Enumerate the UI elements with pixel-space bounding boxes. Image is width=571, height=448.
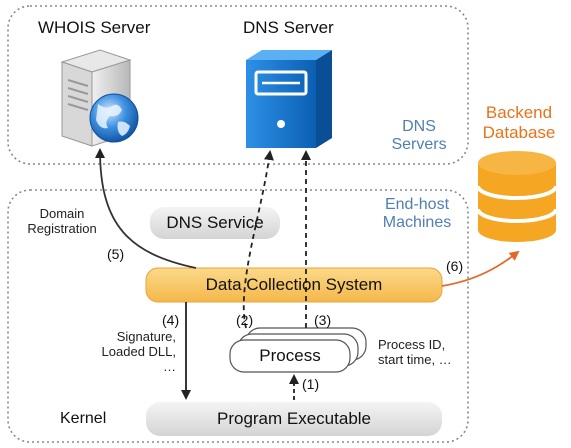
dns-service-label: DNS Service	[166, 213, 264, 232]
dns-service-box	[150, 207, 280, 239]
program-executable-label: Program Executable	[216, 409, 372, 428]
step-3-label: (3)	[314, 312, 332, 328]
edge-5-domain-registration	[95, 148, 197, 269]
globe-icon	[89, 93, 139, 143]
edge-6-backend	[441, 250, 520, 287]
dns-server-icon	[246, 50, 332, 148]
kernel-label: Kernel	[60, 410, 107, 427]
end-host-group	[7, 189, 469, 443]
end-host-group-label: End-host Machines	[382, 196, 452, 232]
step-5-label: (5)	[107, 246, 125, 262]
database-icon	[476, 151, 558, 242]
domain-registration-label: Domain Registration	[27, 206, 97, 236]
dns-servers-group-label: DNS Servers	[391, 118, 447, 154]
whois-server-label: WHOIS Server	[38, 18, 151, 37]
process-label: Process	[259, 346, 321, 365]
backend-database-label: Backend Database	[482, 103, 556, 142]
dns-servers-group	[7, 5, 469, 165]
whois-server-icon	[60, 49, 132, 147]
signature-info-label: Signature, Loaded DLL, …	[101, 329, 176, 374]
dns-server-label: DNS Server	[243, 18, 334, 37]
process-box	[229, 339, 351, 373]
step-4-label: (4)	[162, 312, 180, 328]
step-2-label: (2)	[236, 312, 254, 328]
data-collection-system-box	[145, 267, 443, 303]
step-1-label: (1)	[302, 376, 320, 392]
data-collection-system-label: Data Collection System	[205, 275, 383, 294]
step-6-label: (6)	[446, 258, 464, 274]
edge-2-dns-service	[242, 150, 274, 329]
process-info-label: Process ID, start time, …	[378, 337, 452, 367]
program-executable-box	[146, 402, 442, 436]
